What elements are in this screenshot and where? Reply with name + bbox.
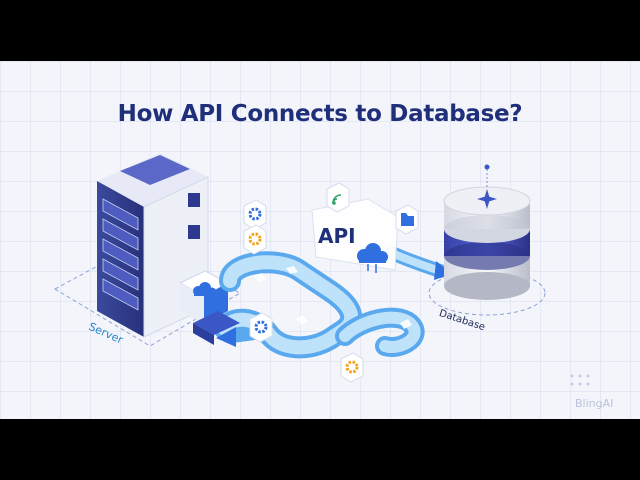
wifi-tile: [326, 182, 350, 213]
gear-icon: [345, 360, 359, 374]
page-title: How API Connects to Database?: [117, 101, 523, 127]
gear-tile-4: [340, 352, 364, 383]
decorative-dots: [570, 374, 590, 386]
pipe-connector: [193, 311, 240, 335]
data-pipe-icon: [193, 246, 452, 359]
gear-icon: [254, 320, 268, 334]
brand-watermark: BlingAI: [575, 397, 614, 410]
diagram-canvas: How API Connects to Database? API Server…: [0, 61, 640, 419]
api-card: [311, 198, 399, 273]
folder-tile: [395, 204, 419, 235]
gear-icon: [248, 207, 262, 221]
gear-icon: [248, 232, 262, 246]
api-label: API: [318, 224, 356, 248]
server-cloud-box: [178, 270, 230, 324]
gear-tile-1: [243, 199, 267, 230]
folder-icon: [401, 213, 414, 226]
gear-tile-2: [243, 224, 267, 255]
cloud-icon: [193, 282, 217, 297]
gear-tile-3: [249, 312, 273, 343]
database-icon: [443, 164, 531, 300]
diagram-artwork: [53, 153, 590, 386]
wifi-icon: [332, 194, 342, 205]
cloud-icon: [357, 243, 388, 273]
arrow-to-server: [216, 327, 236, 347]
